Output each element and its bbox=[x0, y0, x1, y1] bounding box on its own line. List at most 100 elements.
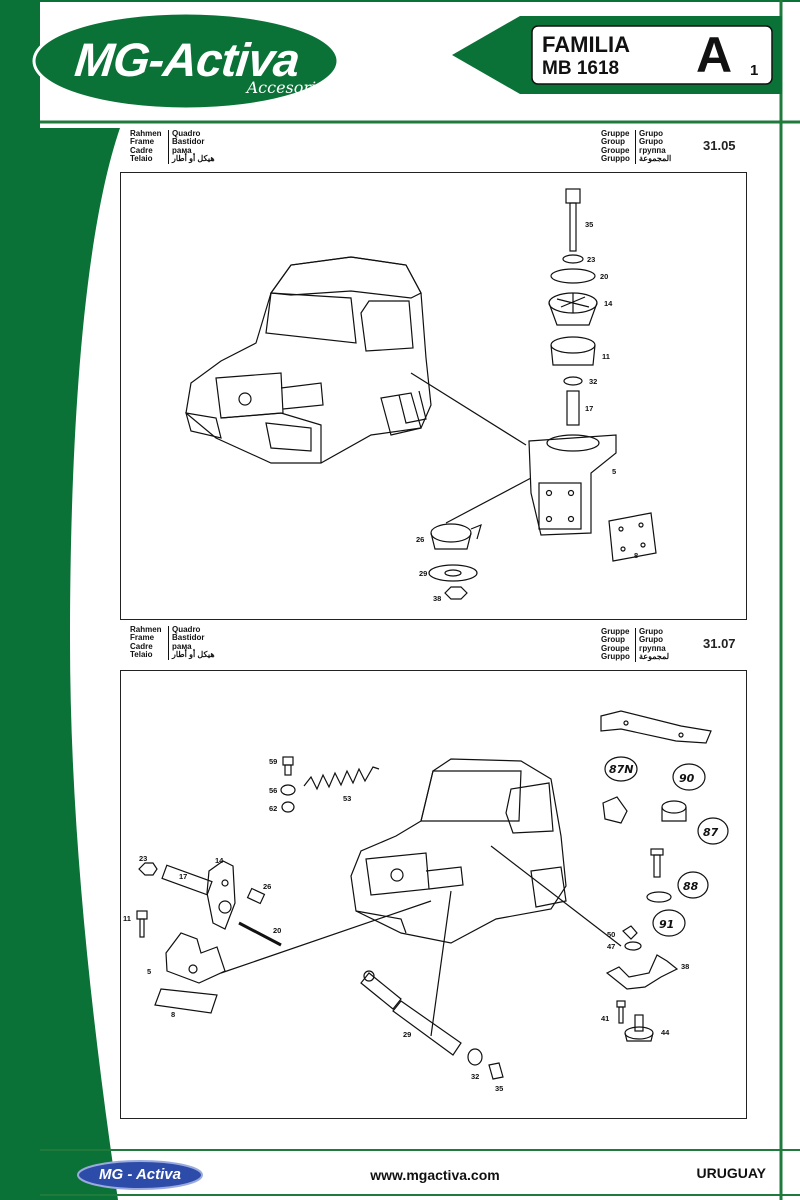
family-letter: A bbox=[696, 27, 733, 83]
brand-logo[interactable]: MG-Activa Accesorios bbox=[34, 14, 340, 108]
part-bolt-88 bbox=[650, 848, 664, 878]
part-washer-29 bbox=[428, 564, 478, 582]
family-model: MB 1618 bbox=[542, 58, 620, 79]
part-nut-38 bbox=[444, 586, 468, 600]
leader-line bbox=[445, 477, 532, 524]
part-bracket-5 bbox=[165, 932, 226, 984]
callout-11: 11 bbox=[602, 352, 610, 361]
callout-26: 26 bbox=[263, 882, 271, 891]
handwritten-87n: 87N bbox=[609, 763, 634, 776]
callout-44: 44 bbox=[661, 1028, 670, 1037]
part-foot-44 bbox=[624, 1014, 654, 1042]
footer-website-link[interactable]: www.mgactiva.com bbox=[370, 1167, 500, 1183]
part-bolt-26 bbox=[246, 887, 266, 905]
part-spring-53 bbox=[303, 766, 380, 791]
callout-23: 23 bbox=[139, 854, 147, 863]
part-mount-14 bbox=[548, 292, 598, 326]
part-bolt-20 bbox=[238, 921, 282, 947]
handwritten-87: 87 bbox=[703, 826, 719, 839]
part-washer-23 bbox=[562, 254, 584, 264]
part-nut-23 bbox=[138, 862, 158, 876]
callout-47: 47 bbox=[607, 942, 615, 951]
callout-14: 14 bbox=[215, 856, 224, 865]
callout-50: 50 bbox=[607, 930, 615, 939]
callout-23: 23 bbox=[587, 255, 595, 264]
handwritten-circle-91 bbox=[652, 909, 686, 937]
callout-38: 38 bbox=[433, 594, 441, 603]
callout-20: 20 bbox=[273, 926, 281, 935]
part-bolt-11 bbox=[136, 910, 148, 938]
callout-8: 8 bbox=[634, 551, 638, 560]
section1-diagram-panel: 35 23 20 14 11 32 17 5 26 29 38 8 bbox=[120, 172, 747, 620]
callout-32: 32 bbox=[471, 1072, 479, 1081]
handwritten-90: 90 bbox=[679, 772, 695, 785]
callout-32: 32 bbox=[589, 377, 597, 386]
part-sleeve-17 bbox=[566, 390, 580, 426]
callout-62: 62 bbox=[269, 804, 277, 813]
leader-line bbox=[430, 890, 452, 1037]
callout-53: 53 bbox=[343, 794, 351, 803]
brand-tagline: Accesorios bbox=[246, 78, 334, 97]
part-washer-47 bbox=[624, 941, 642, 951]
callout-11: 11 bbox=[123, 914, 131, 923]
part-nut-32 bbox=[563, 376, 583, 386]
part-plate-8 bbox=[154, 988, 218, 1014]
callout-56: 56 bbox=[269, 786, 277, 795]
footer-logo-oval bbox=[77, 1160, 203, 1190]
callout-5: 5 bbox=[147, 967, 151, 976]
callout-35: 35 bbox=[585, 220, 593, 229]
green-side-band bbox=[0, 0, 120, 1200]
section1-code: 31.05 bbox=[703, 138, 736, 153]
section2-code: 31.07 bbox=[703, 636, 736, 651]
part-bolt-59 bbox=[282, 756, 294, 776]
leader-line bbox=[410, 372, 527, 446]
footer-logo-text: MG - Activa bbox=[99, 1166, 181, 1183]
callout-26: 26 bbox=[416, 535, 424, 544]
leader-line bbox=[220, 900, 432, 974]
part-bushing-56 bbox=[280, 784, 296, 796]
leader-line bbox=[490, 845, 622, 947]
handwritten-circle-90 bbox=[672, 763, 706, 791]
section1-exploded-diagram: 35 23 20 14 11 32 17 5 26 29 38 8 bbox=[185, 188, 657, 603]
callout-17: 17 bbox=[585, 404, 593, 413]
part-lever-14 bbox=[206, 860, 236, 930]
truck-cab-drawing bbox=[350, 758, 567, 944]
callout-17: 17 bbox=[179, 872, 187, 881]
logo-oval bbox=[32, 11, 340, 111]
part-bracket-38 bbox=[605, 954, 679, 990]
family-badge: FAMILIA MB 1618 A 1 bbox=[530, 24, 770, 84]
family-number: 1 bbox=[750, 62, 759, 79]
callout-5: 5 bbox=[612, 467, 616, 476]
part-rubber-mount-87 bbox=[661, 800, 687, 822]
part-bolt-41 bbox=[616, 1000, 626, 1024]
handwritten-circle-88 bbox=[677, 871, 709, 899]
section2-diagram-panel: 59 56 62 53 23 14 17 26 11 20 5 8 29 32 … bbox=[120, 670, 747, 1119]
part-mount-11 bbox=[550, 336, 596, 366]
callout-20: 20 bbox=[600, 272, 608, 281]
footer-country: URUGUAY bbox=[696, 1165, 767, 1181]
handwritten-circle-87n bbox=[604, 756, 638, 782]
green-top-band bbox=[0, 0, 800, 2]
handwritten-88: 88 bbox=[683, 880, 699, 893]
callout-29: 29 bbox=[419, 569, 427, 578]
part-nut-50 bbox=[622, 925, 638, 940]
part-bracket-87n bbox=[602, 796, 628, 824]
callout-14: 14 bbox=[604, 299, 613, 308]
callout-59: 59 bbox=[269, 757, 277, 766]
truck-cab-drawing bbox=[185, 256, 432, 464]
handwritten-circle-87 bbox=[697, 817, 729, 845]
part-plate-8 bbox=[608, 512, 657, 562]
footer-logo[interactable]: MG - Activa bbox=[78, 1161, 202, 1189]
callout-35: 35 bbox=[495, 1084, 503, 1093]
callout-29: 29 bbox=[403, 1030, 411, 1039]
part-washer-20 bbox=[550, 268, 596, 284]
part-bushing-62 bbox=[281, 801, 295, 813]
part-washer-91 bbox=[646, 891, 672, 903]
callout-8: 8 bbox=[171, 1010, 175, 1019]
part-bushing-32 bbox=[467, 1048, 483, 1066]
